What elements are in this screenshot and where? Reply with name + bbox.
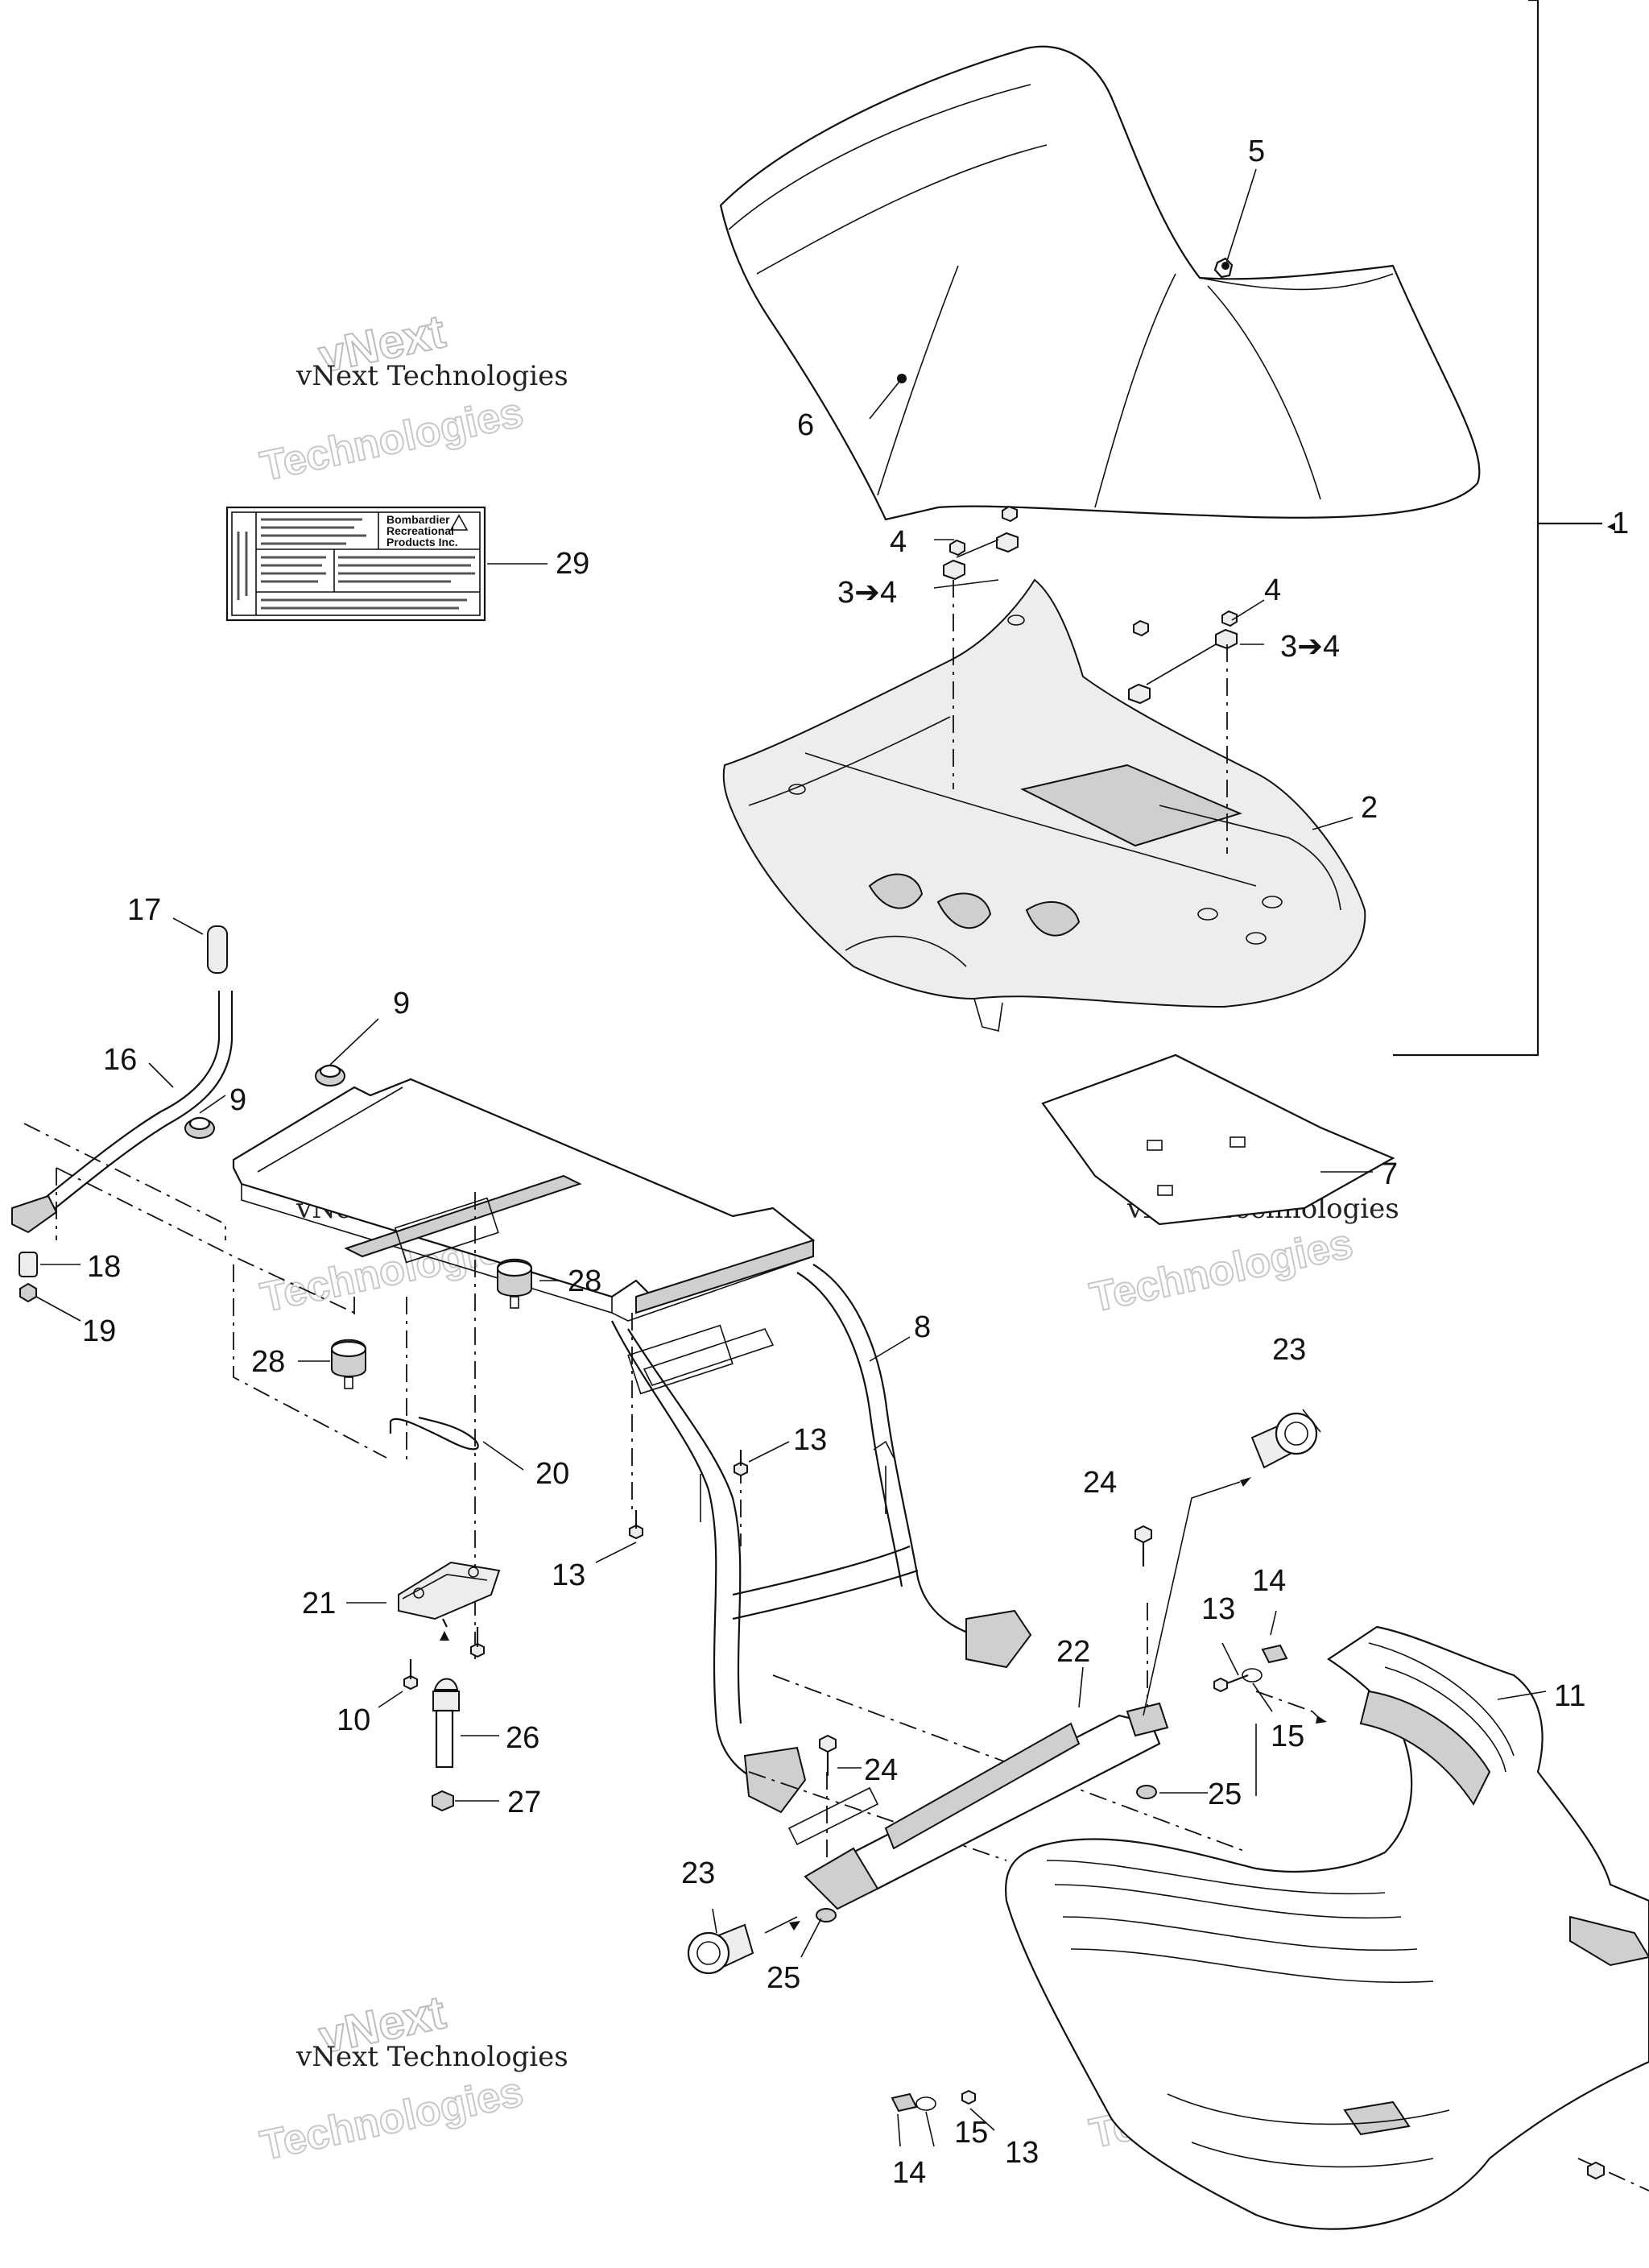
callout-6: 6 (797, 408, 814, 442)
callout-13b: 13 (552, 1558, 585, 1592)
bumpers (330, 1258, 533, 1389)
callout-9b: 9 (229, 1083, 246, 1117)
svg-text:Technologies: Technologies (257, 2068, 527, 2170)
frame-part (232, 1078, 1032, 1814)
callout-8: 8 (914, 1310, 931, 1344)
callout-18: 18 (87, 1250, 121, 1284)
callout-14b: 14 (892, 2156, 926, 2190)
callout-7: 7 (1381, 1157, 1398, 1191)
latch-bracket (398, 1561, 501, 1628)
callout-23b: 23 (681, 1856, 715, 1890)
callout-15b: 15 (954, 2116, 988, 2150)
latch-wire (389, 1416, 479, 1451)
callout-21: 21 (302, 1587, 336, 1620)
callout-labels: 1 2 3➔4 3➔4 4 4 5 6 7 8 9 9 10 11 13 13 … (82, 135, 1629, 2190)
crossbar-part (787, 1702, 1169, 1910)
callout-13c: 13 (1201, 1592, 1235, 1626)
seat-cover-part (719, 45, 1481, 521)
leader-lines (35, 168, 1547, 2147)
callout-23a: 23 (1272, 1333, 1306, 1367)
callout-9a: 9 (393, 987, 410, 1020)
callout-27: 27 (507, 1786, 541, 1819)
label-brand-line-3: Products Inc. (386, 536, 458, 548)
callout-17: 17 (127, 893, 161, 927)
grommets (184, 1064, 345, 1139)
callout-14a: 14 (1252, 1564, 1286, 1598)
callout-26: 26 (506, 1721, 539, 1755)
callout-24b: 24 (864, 1753, 898, 1787)
callout-25a: 25 (1208, 1778, 1242, 1811)
callout-13d: 13 (1005, 2136, 1039, 2170)
callout-2: 2 (1361, 791, 1378, 825)
seat-base-part (722, 578, 1366, 1032)
callout-10: 10 (337, 1703, 370, 1737)
svg-text:vNext Technologies: vNext Technologies (295, 2041, 568, 2073)
arrowheads (440, 523, 1615, 1931)
callout-4a: 4 (890, 525, 907, 559)
callout-28b: 28 (251, 1345, 285, 1379)
watermark-bottom-left: vNext vNext Technologies Technologies (256, 1985, 568, 2171)
callout-13a: 13 (793, 1423, 827, 1457)
callout-1: 1 (1612, 507, 1629, 540)
svg-text:vNext Technologies: vNext Technologies (295, 360, 568, 392)
callout-19: 19 (82, 1314, 116, 1348)
svg-text:Technologies: Technologies (1086, 1220, 1357, 1322)
watermark-top-left: vNext vNext Technologies Technologies (256, 304, 568, 491)
svg-text:Technologies: Technologies (257, 389, 527, 490)
callout-25b: 25 (767, 1961, 800, 1995)
callout-11: 11 (1554, 1679, 1585, 1713)
callout-22: 22 (1056, 1635, 1090, 1669)
bushings (687, 1412, 1318, 1975)
rear-bumper-part (1005, 1625, 1649, 2230)
group-bracket (1393, 0, 1602, 1057)
nut-fasteners (943, 505, 1238, 854)
callout-20: 20 (535, 1457, 569, 1491)
callout-24a: 24 (1083, 1466, 1117, 1500)
vehicle-label-part: Bombardier Recreational Products Inc. (225, 506, 486, 622)
label-brand-line-2: Recreational (386, 524, 454, 537)
pad-part (1041, 1053, 1395, 1226)
seat-latch-rod (11, 925, 234, 1303)
callout-3b: 3➔4 (1280, 630, 1340, 664)
latch-pin (432, 1678, 460, 1812)
callout-5: 5 (1248, 135, 1265, 168)
callout-29: 29 (556, 547, 589, 581)
callout-3a: 3➔4 (837, 576, 897, 610)
label-brand-line-1: Bombardier (386, 513, 450, 526)
callout-15a: 15 (1271, 1720, 1304, 1753)
callout-16: 16 (103, 1043, 137, 1077)
callout-4b: 4 (1264, 573, 1281, 607)
callout-28a: 28 (568, 1264, 601, 1298)
